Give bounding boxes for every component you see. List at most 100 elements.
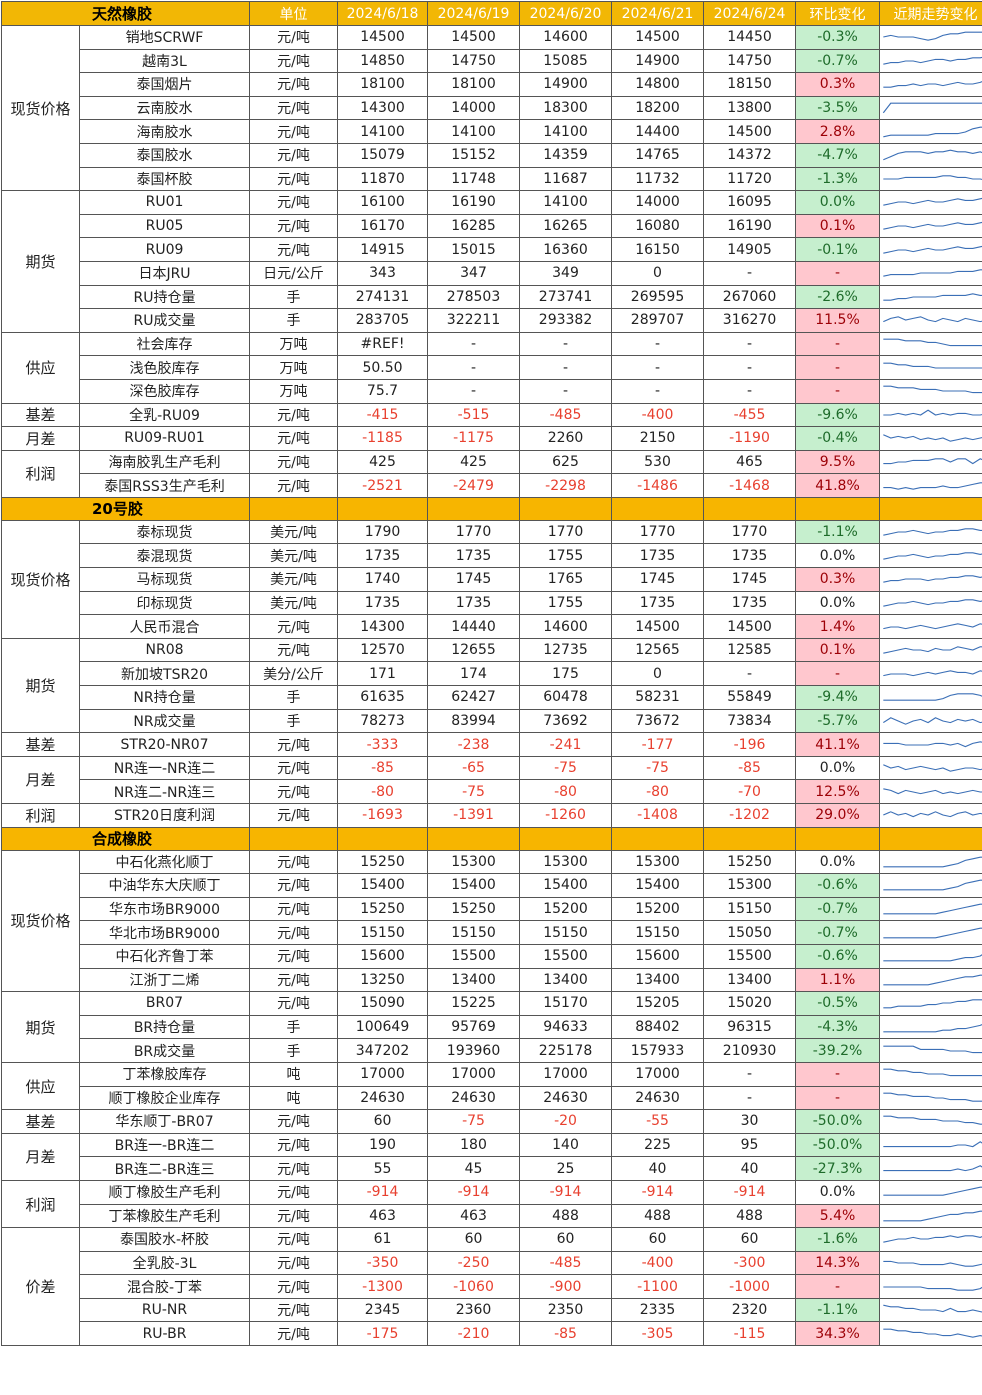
change-cell: 41.1% (796, 733, 880, 757)
unit-cell: 元/吨 (250, 1298, 338, 1322)
value-cell: -196 (704, 733, 796, 757)
trend-cell (880, 850, 982, 874)
value-cell: 15400 (428, 874, 520, 898)
value-cell: 322211 (428, 309, 520, 333)
sparkline (880, 1324, 982, 1344)
trend-cell (880, 96, 982, 120)
value-cell: 15150 (338, 921, 428, 945)
item-name: RU09 (80, 238, 250, 262)
value-cell: 1765 (520, 568, 612, 592)
item-name: NR持仓量 (80, 686, 250, 710)
trend-cell (880, 261, 982, 285)
value-cell: 55 (338, 1157, 428, 1181)
trend-cell (880, 26, 982, 50)
value-cell: 15250 (338, 897, 428, 921)
item-name: NR连一-NR连二 (80, 756, 250, 780)
value-cell: 1735 (704, 544, 796, 568)
value-cell: -20 (520, 1110, 612, 1134)
value-cell: 14915 (338, 238, 428, 262)
value-cell: -85 (704, 756, 796, 780)
change-cell: -1.3% (796, 167, 880, 191)
value-cell: 193960 (428, 1039, 520, 1063)
trend-cell (880, 520, 982, 544)
value-cell: 1735 (338, 544, 428, 568)
unit-cell: 元/吨 (250, 191, 338, 215)
change-cell: -3.5% (796, 96, 880, 120)
section-filler (796, 827, 880, 850)
change-cell: 14.3% (796, 1251, 880, 1275)
trend-cell (880, 1204, 982, 1228)
value-cell: 61 (338, 1228, 428, 1252)
item-name: 浅色胶库存 (80, 356, 250, 380)
trend-cell (880, 1086, 982, 1110)
trend-cell (880, 1275, 982, 1299)
trend-cell (880, 897, 982, 921)
unit-cell: 元/吨 (250, 120, 338, 144)
change-cell: 29.0% (796, 804, 880, 828)
category-cell: 价差 (2, 1228, 80, 1346)
trend-cell (880, 1180, 982, 1204)
section-filler (612, 827, 704, 850)
sparkline (880, 192, 982, 212)
item-name: 华北市场BR9000 (80, 921, 250, 945)
sparkline (880, 946, 982, 966)
value-cell: 13800 (704, 96, 796, 120)
value-cell: 16095 (704, 191, 796, 215)
value-cell: 1770 (612, 520, 704, 544)
value-cell: -250 (428, 1251, 520, 1275)
value-cell: -115 (704, 1322, 796, 1346)
value-cell: 2260 (520, 427, 612, 451)
item-name: 泰国烟片 (80, 73, 250, 97)
value-cell: - (704, 332, 796, 356)
value-cell: 60478 (520, 686, 612, 710)
unit-cell: 元/吨 (250, 427, 338, 451)
value-cell: 14500 (338, 26, 428, 50)
unit-cell: 美元/吨 (250, 520, 338, 544)
value-cell: 14100 (520, 191, 612, 215)
value-cell: 347 (428, 261, 520, 285)
sparkline (880, 593, 982, 613)
value-cell: 1755 (520, 544, 612, 568)
value-cell: 17000 (428, 1062, 520, 1086)
sparkline (880, 405, 982, 425)
change-cell: -0.5% (796, 992, 880, 1016)
value-cell: 316270 (704, 309, 796, 333)
trend-cell (880, 332, 982, 356)
section-title: 天然橡胶 (2, 2, 250, 26)
unit-cell: 吨 (250, 1062, 338, 1086)
value-cell: 18200 (612, 96, 704, 120)
sparkline (880, 970, 982, 990)
value-cell: 18300 (520, 96, 612, 120)
value-cell: 14500 (612, 615, 704, 639)
trend-cell (880, 1062, 982, 1086)
sparkline (880, 687, 982, 707)
unit-cell: 万吨 (250, 379, 338, 403)
value-cell: -333 (338, 733, 428, 757)
value-cell: 14100 (428, 120, 520, 144)
unit-header: 单位 (250, 2, 338, 26)
value-cell: -1000 (704, 1275, 796, 1299)
unit-cell: 元/吨 (250, 615, 338, 639)
value-cell: 15400 (520, 874, 612, 898)
section-row: 合成橡胶 (2, 827, 982, 850)
value-cell: 18150 (704, 73, 796, 97)
value-cell: -485 (520, 1251, 612, 1275)
value-cell: - (612, 379, 704, 403)
value-cell: 14100 (338, 120, 428, 144)
section-filler (520, 827, 612, 850)
value-cell: 16285 (428, 214, 520, 238)
value-cell: 283705 (338, 309, 428, 333)
value-cell: 463 (428, 1204, 520, 1228)
category-cell: 利润 (2, 450, 80, 497)
value-cell: -1175 (428, 427, 520, 451)
value-cell: 15300 (520, 850, 612, 874)
